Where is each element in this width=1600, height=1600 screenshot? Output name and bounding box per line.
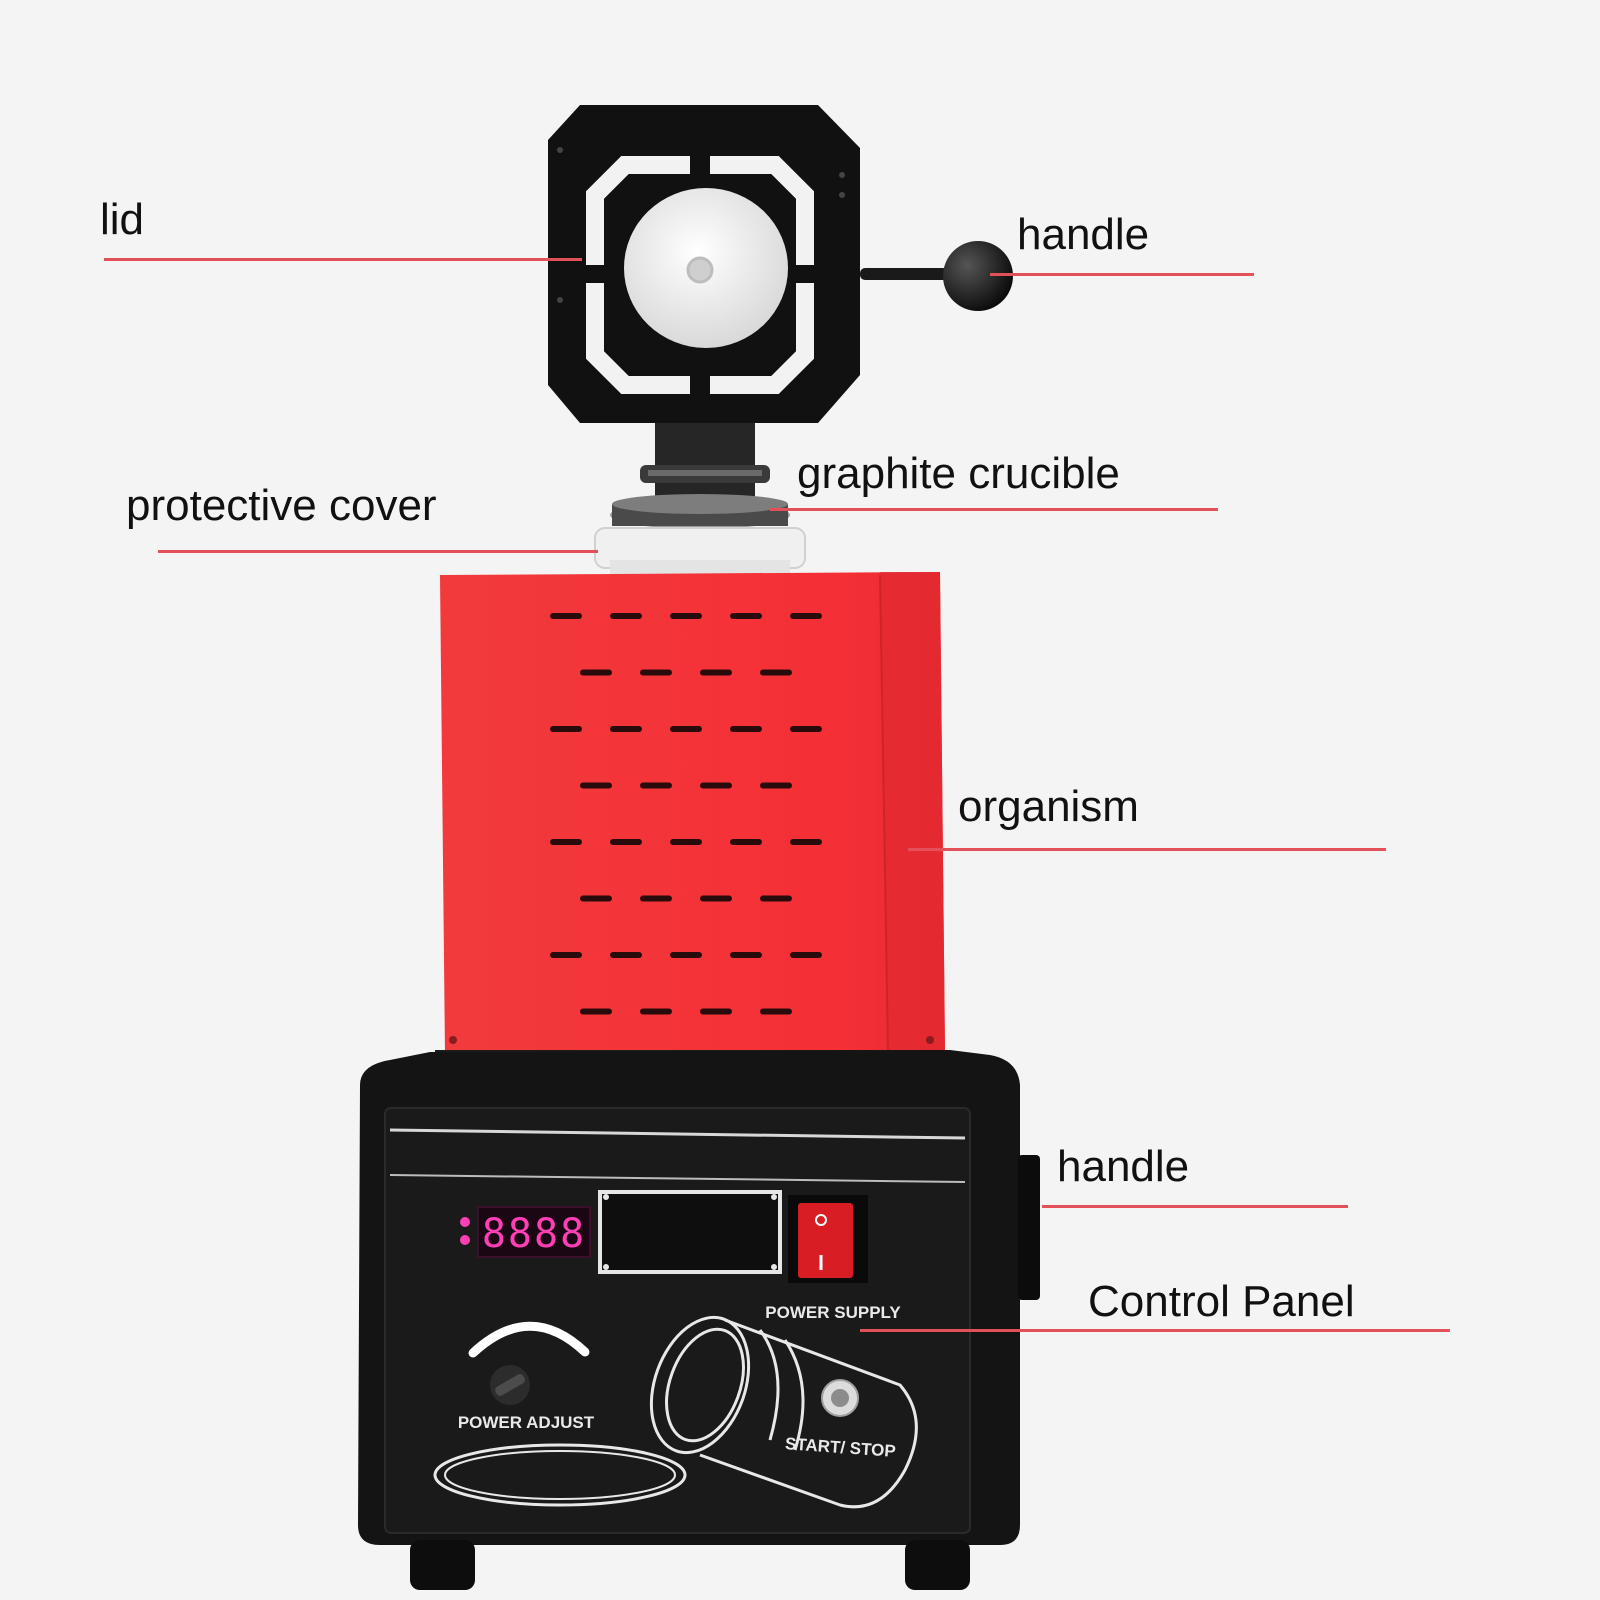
neck-hinge [640,423,770,503]
graphite-crucible [610,494,790,529]
vent-slot [640,895,672,902]
vent-slot [550,952,582,958]
vent-slot [730,613,762,619]
vent-slot [580,782,612,789]
vent-slot [760,782,792,789]
callout-organism: organism [958,782,1139,831]
callout-handle-top: handle [1017,210,1150,259]
vent-slot [730,726,762,732]
furnace-body [440,572,945,1055]
vent-slot [580,895,612,902]
vent-slot [790,952,822,958]
leader-handle-top [990,273,1254,276]
vent-slot [580,669,612,676]
vent-slot [550,726,582,732]
leader-graphite-crucible [770,508,1218,511]
vent-slot [700,895,732,902]
vent-slot [670,613,702,619]
crucible-outline-icon [649,1315,918,1509]
callout-graphite-crucible: graphite crucible [797,449,1120,498]
callout-protective-cover: protective cover [126,481,437,530]
lid-bracket-inner [616,186,784,364]
power-adjust-label: POWER ADJUST [458,1413,595,1432]
leader-lid [104,258,582,261]
vent-slot [730,952,762,958]
indicator-window [598,1190,782,1274]
vent-slot [550,613,582,619]
top-handle [860,241,1013,311]
rocker-switch-icon[interactable] [788,1195,868,1283]
rotary-knob-icon[interactable] [468,1321,590,1405]
power-supply-label: POWER SUPPLY [765,1303,901,1322]
lid-assembly [548,105,860,423]
vent-slot [790,839,822,845]
vent-slot [700,782,732,789]
vent-slot [640,782,672,789]
vent-slot [610,613,642,619]
vent-slot [610,726,642,732]
temperature-display: 8888 [460,1206,591,1258]
handle-ball [943,241,1013,311]
leader-protective-cover [158,550,598,553]
lid-bracket-outer [586,156,814,394]
cup-center-dot [686,256,714,284]
vent-slot [610,952,642,958]
vent-slot [550,839,582,845]
leader-control-panel [860,1329,1450,1332]
vent-slot [790,726,822,732]
vent-slot [760,1008,792,1015]
vent-slots [550,613,822,1015]
vent-slot [580,1008,612,1015]
vent-slot [670,839,702,845]
vent-slot [700,669,732,676]
vent-slot [760,669,792,676]
protective-cover [594,527,806,574]
push-button-icon[interactable] [821,1379,859,1417]
display-digits: 8888 [482,1211,586,1257]
leader-handle-side [1042,1205,1348,1208]
vent-slot [640,1008,672,1015]
vent-slot [700,1008,732,1015]
vent-slot [790,613,822,619]
vent-slot [610,839,642,845]
vent-slot [760,895,792,902]
leader-organism [908,848,1386,851]
side-handle [1018,1155,1040,1300]
callout-control-panel: Control Panel [1088,1277,1355,1326]
vent-slot [730,839,762,845]
callout-lid: lid [100,195,145,244]
vent-slot [670,952,702,958]
decorative-ring-outline [433,1443,687,1507]
vent-slot [670,726,702,732]
vent-slot [640,669,672,676]
callout-handle-side: handle [1057,1142,1190,1191]
